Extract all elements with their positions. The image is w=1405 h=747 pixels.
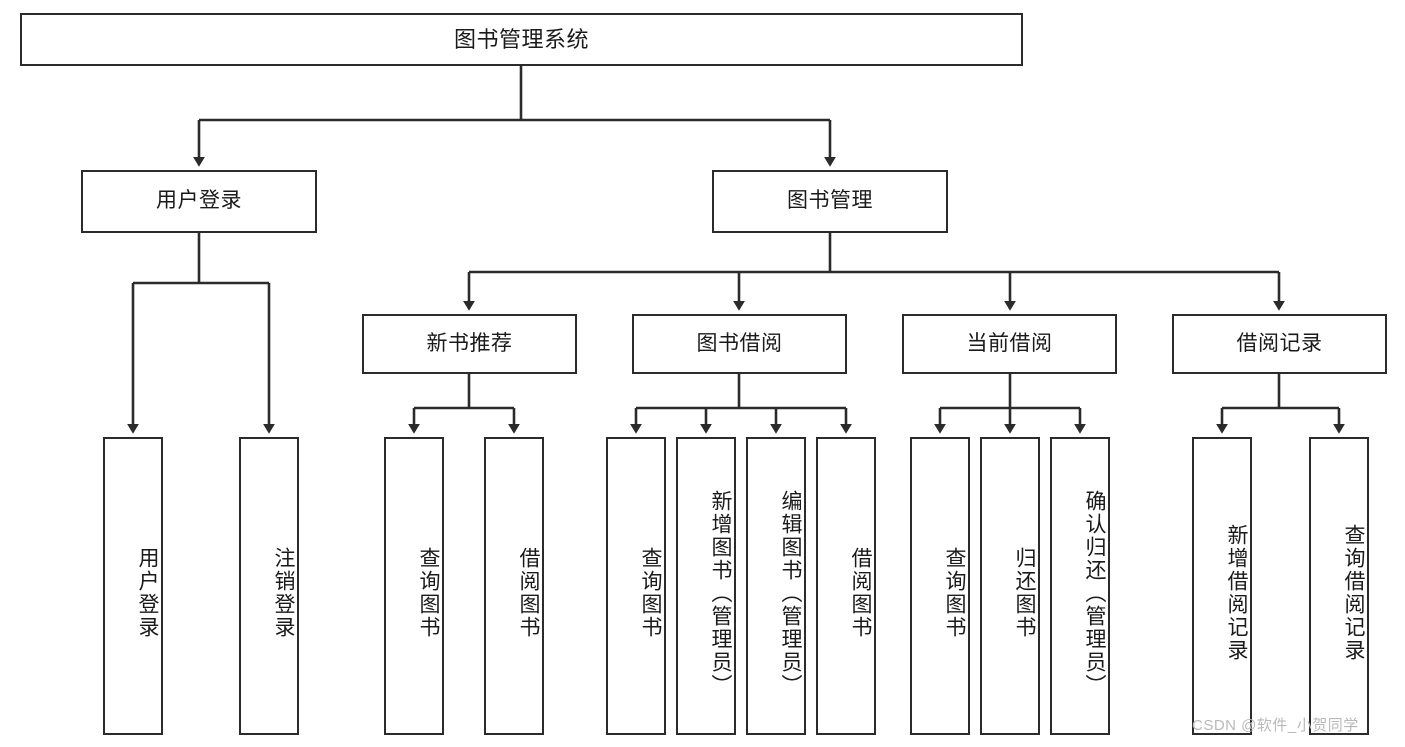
leaf-borrow-books-recommend[interactable]: 借阅图书	[484, 437, 544, 735]
leaf-edit-book-admin[interactable]: 编辑图书（管理员）	[746, 437, 806, 735]
node-label: 图书管理系统	[453, 26, 589, 52]
node-borrow-record[interactable]: 借阅记录	[1172, 314, 1387, 374]
leaf-label: 编辑图书（管理员）	[779, 489, 802, 697]
leaf-return-books[interactable]: 归还图书	[980, 437, 1040, 735]
leaf-label: 借阅图书	[517, 547, 540, 639]
node-label: 用户登录	[156, 189, 242, 213]
node-root-book-management-system[interactable]: 图书管理系统	[20, 13, 1023, 66]
leaf-label: 注销登录	[272, 547, 295, 639]
leaf-label: 查询图书	[639, 547, 662, 639]
node-new-book-recommend[interactable]: 新书推荐	[362, 314, 577, 374]
leaf-query-borrow-record[interactable]: 查询借阅记录	[1309, 437, 1369, 735]
leaf-label: 新增借阅记录	[1225, 524, 1248, 662]
csdn-watermark: CSDN @软件_小贺同学	[1192, 717, 1359, 734]
leaf-label: 查询图书	[417, 547, 440, 639]
leaf-add-borrow-record[interactable]: 新增借阅记录	[1192, 437, 1252, 735]
node-label: 新书推荐	[426, 331, 513, 355]
node-label: 图书管理	[787, 189, 873, 213]
leaf-add-book-admin[interactable]: 新增图书（管理员）	[676, 437, 736, 735]
leaf-query-books-current[interactable]: 查询图书	[910, 437, 970, 735]
node-label: 图书借阅	[696, 331, 783, 355]
leaf-label: 确认归还（管理员）	[1083, 489, 1106, 697]
leaf-label: 归还图书	[1013, 547, 1036, 639]
leaf-query-books-recommend[interactable]: 查询图书	[384, 437, 444, 735]
leaf-borrow-books[interactable]: 借阅图书	[816, 437, 876, 735]
leaf-logout[interactable]: 注销登录	[239, 437, 299, 735]
leaf-label: 借阅图书	[849, 547, 872, 639]
leaf-user-login[interactable]: 用户登录	[103, 437, 163, 735]
node-book-management[interactable]: 图书管理	[712, 170, 948, 233]
node-current-borrow[interactable]: 当前借阅	[902, 314, 1117, 374]
leaf-query-books-borrow[interactable]: 查询图书	[606, 437, 666, 735]
leaf-label: 新增图书（管理员）	[709, 489, 732, 697]
leaf-label: 用户登录	[136, 547, 159, 639]
leaf-confirm-return-admin[interactable]: 确认归还（管理员）	[1050, 437, 1110, 735]
node-label: 借阅记录	[1236, 331, 1323, 355]
node-label: 当前借阅	[966, 331, 1053, 355]
leaf-label: 查询图书	[943, 547, 966, 639]
leaf-label: 查询借阅记录	[1342, 524, 1365, 662]
node-book-borrow[interactable]: 图书借阅	[632, 314, 847, 374]
node-user-login[interactable]: 用户登录	[81, 170, 317, 233]
